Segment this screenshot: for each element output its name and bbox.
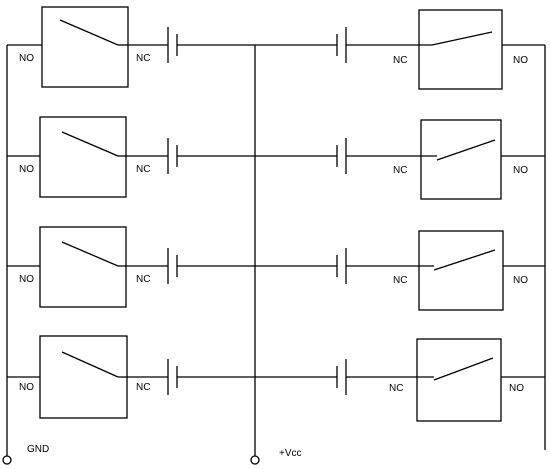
left-relay-2-nc-label: NC: [136, 164, 151, 175]
vcc-terminal: [250, 455, 260, 465]
right-relay-1: [418, 9, 503, 90]
gnd-terminal: [2, 455, 12, 465]
gnd-label: GND: [27, 444, 50, 455]
right-relay-4-no-label: NO: [509, 383, 524, 394]
right-relay-2: [420, 119, 502, 200]
right-switch-4: [433, 357, 494, 381]
left-relay-3: [39, 226, 127, 308]
left-relay-4-no-label: NO: [19, 382, 34, 393]
right-relay-3: [418, 230, 504, 311]
right-relay-4-nc-label: NC: [389, 383, 404, 394]
right-relay-1-no-label: NO: [513, 55, 528, 66]
right-switch-2: [436, 139, 496, 161]
left-relay-3-nc-label: NC: [136, 274, 151, 285]
right-relay-2-no-label: NO: [513, 165, 528, 176]
right-relay-3-nc-label: NC: [393, 275, 408, 286]
left-relay-4-nc-label: NC: [136, 382, 151, 393]
right-relay-2-nc-label: NC: [393, 165, 408, 176]
left-switch-4: [61, 351, 119, 378]
vcc-label: +Vcc: [279, 448, 302, 459]
left-switch-2: [61, 131, 119, 157]
left-switch-3: [61, 241, 119, 267]
left-relay-2-no-label: NO: [19, 164, 34, 175]
right-switch-1: [431, 31, 493, 46]
left-relay-3-no-label: NO: [19, 274, 34, 285]
right-relay-3-no-label: NO: [513, 275, 528, 286]
right-relay-1-nc-label: NC: [393, 55, 408, 66]
left-relay-1-nc-label: NC: [136, 53, 151, 64]
right-relay-4: [416, 338, 502, 422]
left-switch-1: [59, 19, 119, 46]
left-relay-1-no-label: NO: [19, 53, 34, 64]
right-switch-3: [433, 249, 496, 271]
left-relay-1: [41, 6, 129, 88]
left-relay-4: [39, 335, 128, 419]
left-relay-2: [39, 116, 127, 198]
